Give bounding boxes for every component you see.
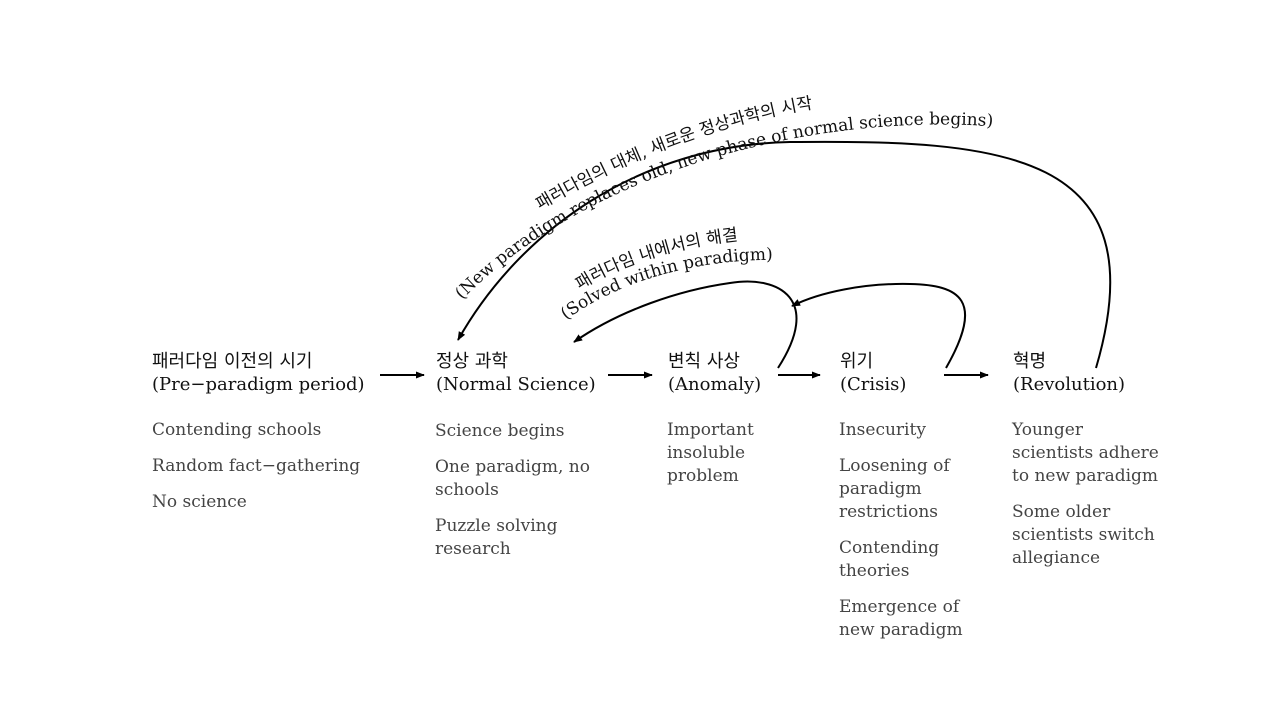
stage-item: Puzzle solving research bbox=[435, 516, 558, 559]
arc-paradigm-replacement bbox=[457, 140, 1112, 369]
stage-title-anomaly: 변칙 사상 (Anomaly) bbox=[668, 350, 761, 396]
stage-title-ko: 변칙 사상 bbox=[668, 351, 740, 372]
stage-item: Science begins bbox=[435, 421, 565, 441]
stage-item: Contending theories bbox=[839, 538, 940, 581]
stage-item: One paradigm, no schools bbox=[435, 457, 590, 500]
stage-item: No science bbox=[152, 492, 247, 512]
stage-item: Emergence of new paradigm bbox=[839, 597, 963, 640]
stage-title-en: (Crisis) bbox=[840, 374, 907, 395]
stage-title-ko: 위기 bbox=[840, 351, 874, 372]
stage-title-ko: 혁명 bbox=[1013, 351, 1047, 372]
stage-title-en: (Normal Science) bbox=[436, 374, 596, 395]
stage-title-en: (Pre−paradigm period) bbox=[152, 374, 365, 395]
stage-title-en: (Anomaly) bbox=[668, 374, 762, 395]
stage-items-pre-paradigm: Contending schools Random fact−gathering… bbox=[152, 419, 392, 527]
stage-title-pre-paradigm: 패러다임 이전의 시기 (Pre−paradigm period) bbox=[152, 350, 365, 396]
arc-outer-label-ko-path: 패러다임의 대체, 새로운 정상과학의 시작 bbox=[533, 93, 815, 214]
arc-crisis-to-anomaly bbox=[791, 282, 966, 369]
stage-item: Loosening of paradigm restrictions bbox=[839, 456, 950, 522]
stage-items-crisis: Insecurity Loosening of paradigm restric… bbox=[839, 419, 979, 655]
arc-solved-within-paradigm bbox=[573, 280, 798, 369]
stage-title-normal-science: 정상 과학 (Normal Science) bbox=[436, 350, 596, 396]
stage-title-ko: 정상 과학 bbox=[436, 351, 508, 372]
stage-item: Younger scientists adhere to new paradig… bbox=[1012, 420, 1159, 486]
stage-item: Important insoluble problem bbox=[667, 420, 754, 486]
stage-item: Random fact−gathering bbox=[152, 456, 361, 476]
stage-item: Insecurity bbox=[839, 420, 926, 440]
stage-title-en: (Revolution) bbox=[1013, 374, 1126, 395]
arc-outer-label-en: (New paradigm replaces old, new phase of… bbox=[451, 109, 994, 303]
arc-outer-label-en-path: (New paradigm replaces old, new phase of… bbox=[451, 109, 994, 303]
stage-title-revolution: 혁명 (Revolution) bbox=[1013, 350, 1125, 396]
stage-items-revolution: Younger scientists adhere to new paradig… bbox=[1012, 419, 1162, 583]
stage-title-crisis: 위기 (Crisis) bbox=[840, 350, 906, 396]
stage-title-ko: 패러다임 이전의 시기 bbox=[152, 351, 313, 372]
stage-items-normal-science: Science begins One paradigm, no schools … bbox=[435, 420, 607, 574]
arc-outer-label-ko: 패러다임의 대체, 새로운 정상과학의 시작 bbox=[533, 93, 815, 214]
stage-item: Some older scientists switch allegiance bbox=[1012, 502, 1155, 568]
stage-items-anomaly: Important insoluble problem bbox=[667, 419, 777, 501]
stage-item: Contending schools bbox=[152, 420, 322, 440]
